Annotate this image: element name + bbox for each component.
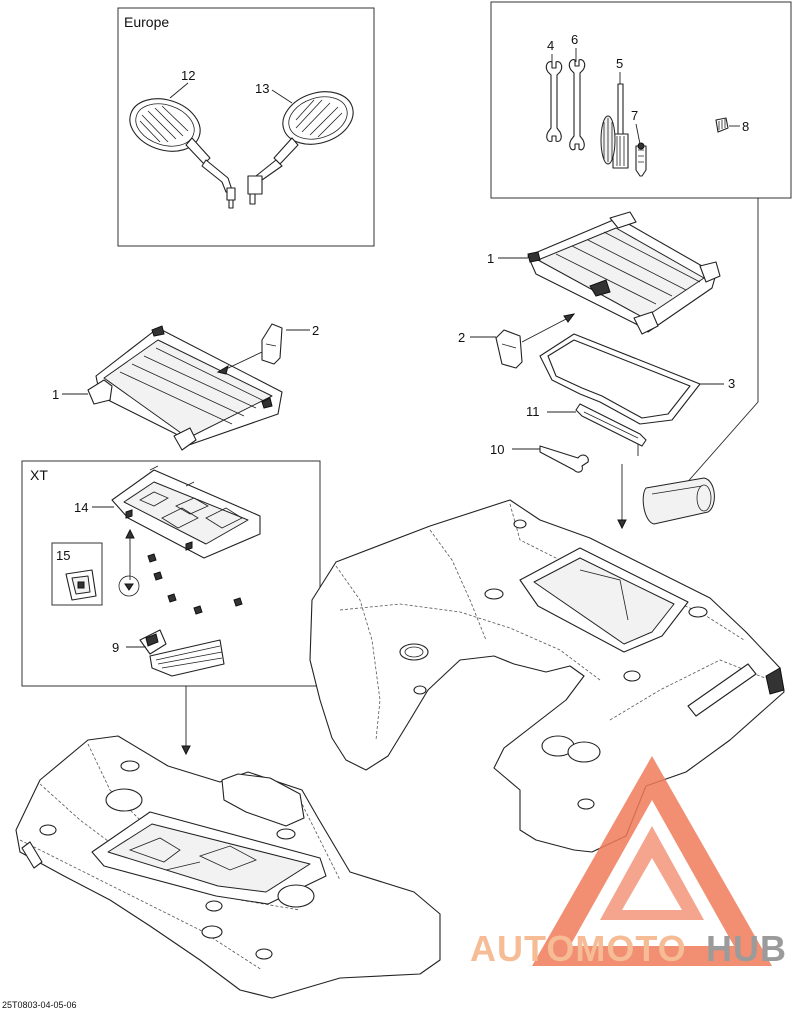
europe-box: Europe 12 13 (117, 7, 375, 247)
callout-1-right: 1 (487, 251, 494, 266)
wrench-4 (545, 61, 563, 142)
callout-1-left: 1 (52, 387, 59, 402)
callout-9: 9 (112, 640, 119, 655)
spanner-10 (539, 445, 589, 473)
fuse-8 (715, 117, 729, 133)
mirror-right (247, 91, 354, 205)
callout-14: 14 (74, 500, 88, 515)
callout-2-left: 2 (312, 323, 319, 338)
automotohub-watermark: AUTOMOTO HUB (470, 756, 787, 969)
callout-15: 15 (56, 548, 70, 563)
latch-11 (575, 403, 647, 456)
callout-2-right: 2 (458, 330, 465, 345)
callout-8: 8 (742, 119, 749, 134)
rear-fender (15, 735, 441, 999)
bracket-2-right (495, 329, 523, 369)
wrench-6 (568, 59, 586, 151)
europe-label: Europe (124, 14, 169, 30)
strap-9 (139, 629, 225, 677)
rack-right: 1 2 3 11 10 (458, 211, 735, 530)
bracket-2-left (261, 323, 283, 365)
clip-15 (65, 569, 97, 601)
tool-bag (642, 477, 715, 525)
screwdriver-5 (600, 83, 629, 169)
toolkit-box: 4 6 5 7 8 (490, 1, 792, 487)
callout-3: 3 (728, 376, 735, 391)
callout-5: 5 (616, 56, 623, 71)
callout-6: 6 (571, 32, 578, 47)
callout-7: 7 (631, 108, 638, 123)
xt-label: XT (30, 467, 48, 483)
xt-box: XT 14 15 (21, 460, 321, 756)
watermark-text-hub: HUB (706, 928, 787, 969)
storage-tray-14 (111, 465, 261, 559)
front-fender (309, 499, 785, 853)
mirror-left (129, 98, 236, 209)
callout-10: 10 (490, 442, 504, 457)
rack-left: 1 2 (52, 323, 319, 451)
callout-4: 4 (547, 38, 554, 53)
gasket-3 (539, 333, 701, 425)
callout-12: 12 (181, 68, 195, 83)
screwdriver-7 (635, 142, 647, 177)
callout-11: 11 (526, 404, 540, 419)
watermark-text-automoto: AUTOMOTO (470, 928, 687, 969)
fasteners (147, 553, 243, 615)
document-id: 25T0803-04-05-06 (2, 1000, 77, 1010)
callout-13: 13 (255, 81, 269, 96)
